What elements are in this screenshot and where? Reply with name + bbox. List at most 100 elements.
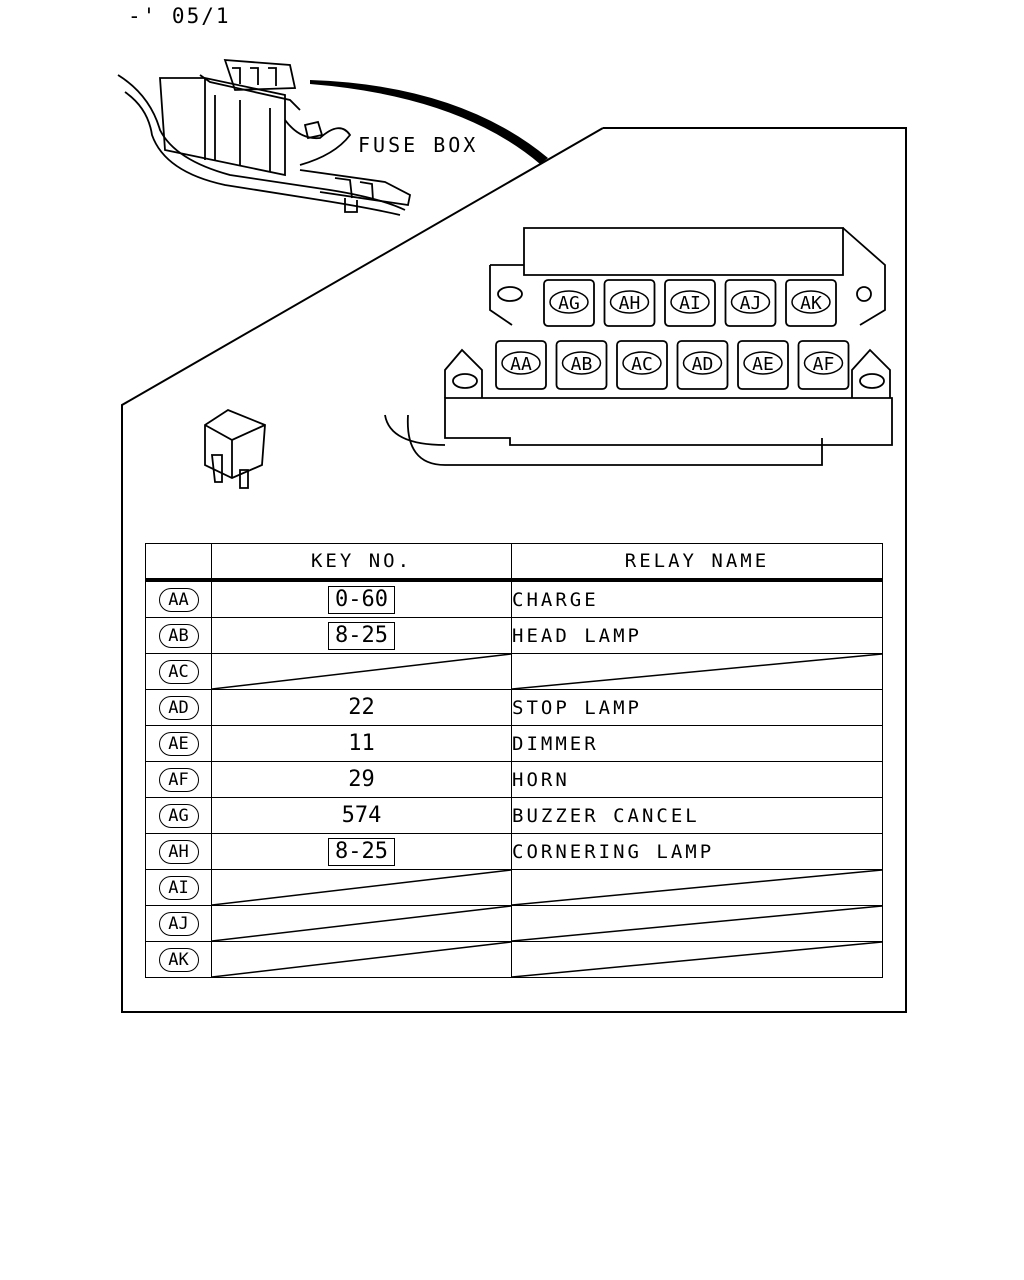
relay-slot <box>616 340 668 390</box>
key-no-cell: 29 <box>211 761 512 798</box>
relay-slot <box>797 340 850 390</box>
relay-id-cell: AJ <box>145 905 212 942</box>
relay-slot-badge <box>730 290 771 314</box>
relay-slot-badge <box>682 351 723 375</box>
relay-id-badge: AD <box>158 695 199 720</box>
relay-id-badge: AB <box>158 623 199 648</box>
relay-id-badge: AJ <box>158 911 199 936</box>
empty-slash <box>512 906 882 941</box>
table-row: AH 8-25 CORNERING LAMP <box>145 833 883 870</box>
relay-slot <box>495 340 547 390</box>
relay-name-value: BUZZER CANCEL <box>512 804 700 827</box>
empty-slash <box>512 942 882 977</box>
key-no-cell: 22 <box>211 689 512 726</box>
empty-slash <box>212 870 511 905</box>
table-row: AF 29 HORN <box>145 761 883 798</box>
table-row: AB 8-25 HEAD LAMP <box>145 617 883 654</box>
relay-id-badge: AI <box>158 875 199 900</box>
relay-slot <box>664 279 716 327</box>
relay-slot-label: AD <box>692 354 714 375</box>
relay-slot-badge <box>670 290 710 314</box>
relay-slot-badge <box>622 351 662 375</box>
relay-name-cell <box>511 941 883 978</box>
relay-slot <box>724 279 777 327</box>
table-header-row: KEY NO. RELAY NAME <box>145 543 883 582</box>
key-no-cell: 0-60 <box>211 579 512 618</box>
relay-name-cell <box>511 905 883 942</box>
relay-slot-badge <box>549 290 589 314</box>
relay-id-cell: AB <box>145 617 212 654</box>
relay-slot-badge <box>609 290 650 314</box>
table-row: AE 11 DIMMER <box>145 725 883 762</box>
key-no-cell: 574 <box>211 797 512 834</box>
relay-name-cell <box>511 869 883 906</box>
relay-name-cell: CHARGE <box>511 579 883 618</box>
relay-id-badge: AF <box>158 767 199 792</box>
relay-name-value: STOP LAMP <box>512 696 642 719</box>
harness-sketch <box>117 58 412 216</box>
key-no-cell <box>211 653 512 690</box>
relay-id-badge: AG <box>158 803 199 828</box>
date-code: -' 05/1 <box>128 4 231 28</box>
relay-name-value: DIMMER <box>512 732 599 755</box>
relay-id-cell: AK <box>145 941 212 978</box>
key-no-cell: 8-25 <box>211 617 512 654</box>
relay-slot-badge <box>561 351 602 375</box>
relay-id-badge: AE <box>158 731 199 756</box>
header-key-no: KEY NO. <box>211 543 512 582</box>
relay-id-cell: AC <box>145 653 212 690</box>
key-no-cell <box>211 941 512 978</box>
relay-slot <box>555 340 608 390</box>
relay-block <box>384 227 893 466</box>
relay-id-badge: AC <box>158 659 199 684</box>
key-no-cell: 11 <box>211 725 512 762</box>
relay-name-value: CHARGE <box>512 588 599 611</box>
table-row: AA 0-60 CHARGE <box>145 579 883 618</box>
relay-slot <box>676 340 729 390</box>
table-row: AK <box>145 941 883 978</box>
relay-slot-label: AJ <box>740 293 762 314</box>
relay-slot <box>737 340 789 390</box>
empty-slash <box>212 654 511 689</box>
relay-name-cell: STOP LAMP <box>511 689 883 726</box>
key-no-cell <box>211 905 512 942</box>
relay-slot-label: AI <box>679 293 701 314</box>
table-row: AC <box>145 653 883 690</box>
relay-slot-badge <box>501 351 541 375</box>
relay-id-cell: AH <box>145 833 212 870</box>
table-row: AJ <box>145 905 883 942</box>
relay-name-value: HEAD LAMP <box>512 624 642 647</box>
relay-name-value: HORN <box>512 768 570 791</box>
relay-slot-label: AB <box>571 354 593 375</box>
key-no-value: 8-25 <box>328 621 395 650</box>
relay-id-badge: AK <box>158 947 199 972</box>
relay-id-cell: AF <box>145 761 212 798</box>
relay-table: KEY NO. RELAY NAME AA 0-60 CHARGE AB 8-25 HEA… <box>145 543 883 978</box>
relay-name-cell: HORN <box>511 761 883 798</box>
relay-name-cell: CORNERING LAMP <box>511 833 883 870</box>
empty-slash <box>212 906 511 941</box>
key-no-value: 8-25 <box>328 837 395 866</box>
relay-slot <box>543 279 595 327</box>
key-no-cell: 8-25 <box>211 833 512 870</box>
key-no-value: 22 <box>348 695 375 720</box>
relay-slot-label: AG <box>558 293 580 314</box>
header-relay-name: RELAY NAME <box>511 543 883 582</box>
empty-slash <box>512 870 882 905</box>
relay-id-cell: AE <box>145 725 212 762</box>
relay-id-cell: AA <box>145 579 212 618</box>
key-no-value: 0-60 <box>328 585 395 614</box>
key-no-value: 11 <box>348 731 375 756</box>
empty-slash <box>512 654 882 689</box>
relay-name-cell: HEAD LAMP <box>511 617 883 654</box>
key-no-value: 29 <box>348 767 375 792</box>
header-id <box>145 543 212 582</box>
relay-name-cell: DIMMER <box>511 725 883 762</box>
table-row: AI <box>145 869 883 906</box>
relay-slot <box>785 279 837 327</box>
relay-id-cell: AG <box>145 797 212 834</box>
relay-slot-label: AE <box>752 354 774 375</box>
